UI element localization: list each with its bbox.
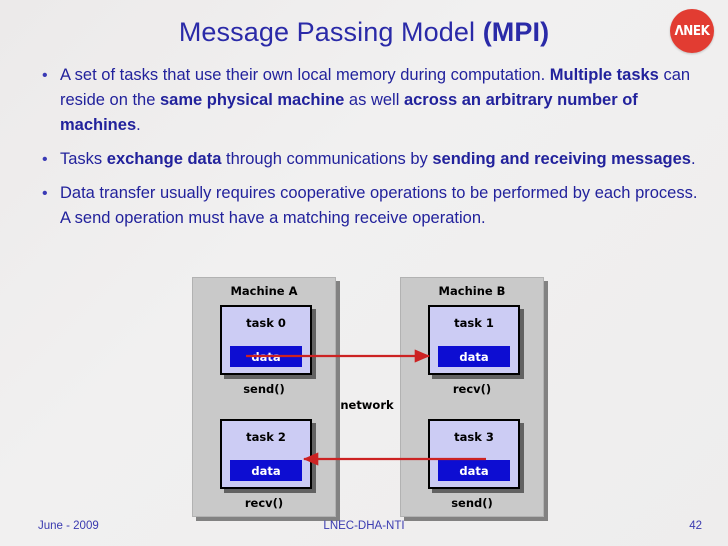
bullet-item: • A set of tasks that use their own local… <box>38 63 698 138</box>
bullet-text-run: . <box>136 116 141 134</box>
machine-a-box: Machine A task 0 data send() task 2 data… <box>192 277 336 517</box>
bullet-text-run: through communications by <box>221 150 433 168</box>
task-0-label: task 0 <box>246 316 286 330</box>
data-label-task-1: data <box>459 349 489 364</box>
bullet-marker-icon: • <box>42 185 48 202</box>
footer-date: June - 2009 <box>38 520 99 532</box>
task-2-label: task 2 <box>246 430 286 444</box>
title-bar: Message Passing Model (MPI) <box>0 8 728 56</box>
task-box-task-0: task 0 data <box>220 305 312 375</box>
bullet-item: • Data transfer usually requires cooperat… <box>38 181 698 231</box>
mpi-diagram: Machine A task 0 data send() task 2 data… <box>186 272 546 520</box>
bullet-marker-icon: • <box>42 151 48 168</box>
task-3-label: task 3 <box>454 430 494 444</box>
machine-a-top-op-label: send() <box>243 382 285 396</box>
data-label-task-0: data <box>251 349 281 364</box>
machine-b-box: Machine B task 1 data recv() task 3 data… <box>400 277 544 517</box>
page-title-strong: (MPI) <box>482 16 550 47</box>
task-1-label: task 1 <box>454 316 494 330</box>
bullet-text-run: A set of tasks that use their own local … <box>60 66 550 84</box>
slide-footer: June - 2009 LNEC-DHA-NTI 42 <box>0 520 728 538</box>
data-box-task-0: data <box>230 346 302 367</box>
bullet-marker-icon: • <box>42 67 48 84</box>
page-title-main: Message Passing Model <box>178 16 483 47</box>
bullet-text-emphasis: sending and receiving messages <box>432 150 691 168</box>
bullet-list: • A set of tasks that use their own local… <box>38 63 698 240</box>
bullet-text-run: Data transfer usually requires cooperati… <box>60 184 698 227</box>
data-box-task-1: data <box>438 346 510 367</box>
task-box-task-1: task 1 data <box>428 305 520 375</box>
data-box-task-2: data <box>230 460 302 481</box>
machine-a-bottom-op-label: recv() <box>244 496 284 510</box>
machine-b-top-op-label: recv() <box>452 382 492 396</box>
machine-b-label: Machine B <box>438 284 506 298</box>
machine-b-bottom-op-label: send() <box>451 496 493 510</box>
bullet-text: A set of tasks that use their own local … <box>60 63 698 138</box>
data-label-task-2: data <box>251 463 281 478</box>
bullet-text-run: can reside on the <box>60 66 691 109</box>
footer-org: LNEC-DHA-NTI <box>323 520 405 532</box>
bullet-text-emphasis: same physical machine <box>159 91 345 109</box>
task-box-task-2: task 2 data <box>220 419 312 489</box>
data-box-task-3: data <box>438 460 510 481</box>
data-label-task-3: data <box>459 463 489 478</box>
anek-logo: ΛNEK <box>670 9 714 53</box>
page-title: Message Passing Model (MPI) <box>179 17 549 48</box>
bullet-text: Tasks exchange data through communicatio… <box>60 147 698 172</box>
bullet-text-run: as well <box>344 91 404 109</box>
bullet-text-run: Tasks <box>60 150 107 168</box>
bullet-item: • Tasks exchange data through communicati… <box>38 147 698 172</box>
logo-text: ΛNEK <box>674 23 710 39</box>
network-label: network <box>340 398 394 412</box>
bullet-text-emphasis: across an arbitrary number of machines <box>60 91 638 134</box>
machine-a-label: Machine A <box>230 284 298 298</box>
bullet-text-emphasis: exchange data <box>106 150 222 168</box>
bullet-text: Data transfer usually requires cooperati… <box>60 181 698 231</box>
bullet-text-run: . <box>690 150 696 168</box>
footer-page-number: 42 <box>689 520 702 532</box>
task-box-task-3: task 3 data <box>428 419 520 489</box>
bullet-text-emphasis: Multiple tasks <box>549 66 659 84</box>
